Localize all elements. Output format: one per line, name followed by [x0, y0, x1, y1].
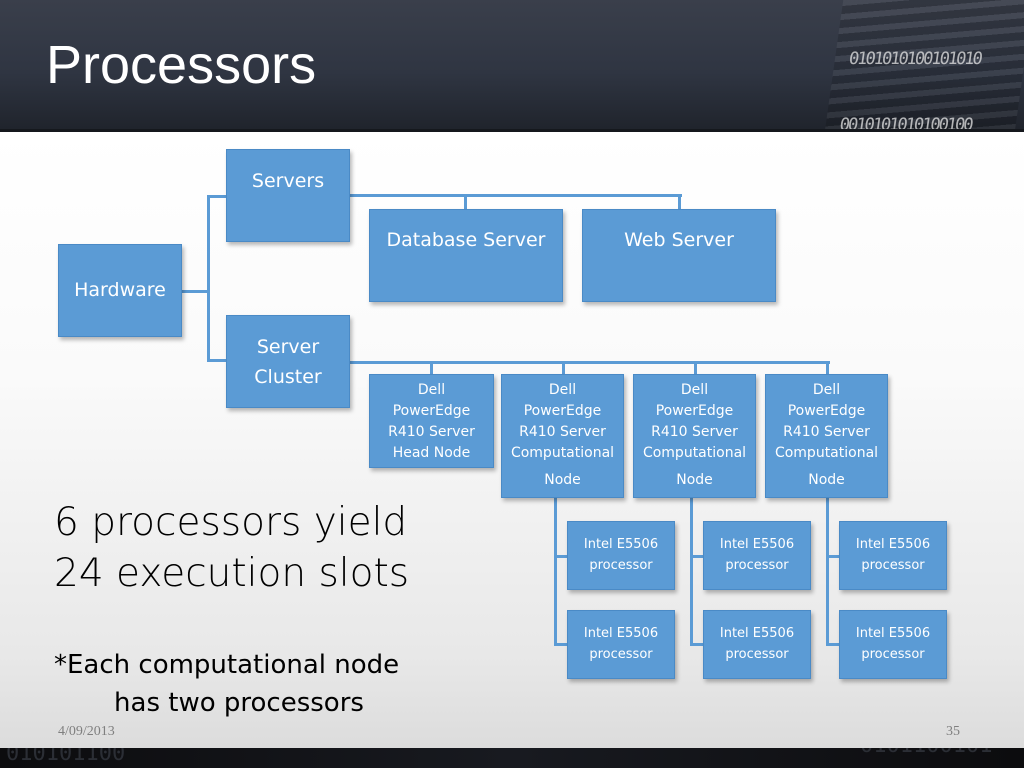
node-label: Dell: [680, 382, 709, 398]
processor-label: processor: [589, 647, 653, 662]
summary-line: 6 processors yield: [54, 500, 408, 545]
node-label: PowerEdge: [787, 403, 866, 419]
node-label: Computational: [774, 445, 879, 461]
footer-binary: 010101100: [6, 748, 126, 766]
node-server-cluster: Server Cluster: [226, 315, 350, 408]
connector: [826, 361, 829, 375]
node-label: R410 Server: [651, 424, 738, 440]
node-label: R410 Server: [783, 424, 870, 440]
processor-box: Intel E5506 processor: [839, 610, 947, 679]
node-label: Dell: [548, 382, 577, 398]
connector: [349, 361, 830, 364]
connector: [430, 361, 433, 375]
processor-label: Intel E5506: [583, 537, 659, 552]
node-database-server: Database Server: [369, 209, 563, 302]
processor-label: Intel E5506: [855, 537, 931, 552]
node-label: PowerEdge: [523, 403, 602, 419]
footnote: *Each computational node has two process…: [54, 646, 424, 722]
connector: [181, 290, 209, 293]
footnote-line: has two processors: [114, 688, 364, 718]
node-label: Web Server: [624, 229, 734, 251]
node-computational-1: Dell PowerEdge R410 Server Computational…: [501, 374, 624, 498]
footer-binary: 0101100101: [860, 748, 992, 757]
processor-box: Intel E5506 processor: [567, 610, 675, 679]
node-label: Server: [256, 336, 320, 358]
processor-box: Intel E5506 processor: [839, 521, 947, 590]
processor-box: Intel E5506 processor: [703, 521, 811, 590]
connector: [554, 555, 568, 558]
processor-label: Intel E5506: [719, 537, 795, 552]
connector: [207, 195, 227, 198]
node-head-node: Dell PowerEdge R410 Server Head Node: [369, 374, 494, 468]
node-label: Head Node: [392, 445, 471, 461]
processor-label: processor: [861, 647, 925, 662]
node-computational-3: Dell PowerEdge R410 Server Computational…: [765, 374, 888, 498]
node-label: Node: [676, 472, 713, 488]
node-label: PowerEdge: [392, 403, 471, 419]
node-label: Cluster: [254, 366, 322, 388]
processor-box: Intel E5506 processor: [703, 610, 811, 679]
slide-title: Processors: [46, 35, 317, 95]
processor-label: processor: [861, 558, 925, 573]
node-label: Computational: [642, 445, 747, 461]
connector: [349, 194, 682, 197]
connector: [207, 195, 210, 361]
processor-label: processor: [725, 558, 789, 573]
processor-label: processor: [589, 558, 653, 573]
slide-number: 35: [946, 724, 960, 739]
node-label: Dell: [417, 382, 446, 398]
footnote-line: *Each computational node: [54, 650, 400, 680]
node-label: Computational: [510, 445, 615, 461]
connector: [562, 361, 565, 375]
connector: [464, 194, 467, 210]
slide-header: 0101010100101010 0010101010100100 010101…: [0, 0, 1024, 132]
node-label: Dell: [812, 382, 841, 398]
connector: [554, 497, 557, 645]
connector: [554, 643, 568, 646]
node-label: R410 Server: [388, 424, 475, 440]
node-label: Hardware: [74, 279, 166, 301]
node-servers: Servers: [226, 149, 350, 242]
connector: [826, 643, 840, 646]
processor-box: Intel E5506 processor: [567, 521, 675, 590]
connector: [690, 555, 704, 558]
processor-label: Intel E5506: [583, 626, 659, 641]
processor-label: Intel E5506: [719, 626, 795, 641]
connector: [690, 497, 693, 645]
node-label: Database Server: [386, 229, 546, 251]
node-web-server: Web Server: [582, 209, 776, 302]
connector: [690, 643, 704, 646]
node-hardware: Hardware: [58, 244, 182, 337]
node-computational-2: Dell PowerEdge R410 Server Computational…: [633, 374, 756, 498]
binary-row: 0010101010100100: [838, 115, 973, 132]
processor-label: Intel E5506: [855, 626, 931, 641]
connector: [678, 194, 681, 210]
binary-decoration: 0101010100101010 0010101010100100 010101…: [824, 0, 1024, 132]
node-label: PowerEdge: [655, 403, 734, 419]
connector: [826, 555, 840, 558]
binary-row: 0101010100101010: [847, 49, 983, 69]
node-label: Node: [544, 472, 581, 488]
summary-line: 24 execution slots: [54, 551, 410, 596]
node-label: Servers: [251, 170, 325, 192]
connector: [826, 497, 829, 645]
processor-label: processor: [725, 647, 789, 662]
connector: [207, 359, 227, 362]
summary-text: 6 processors yield 24 execution slots: [54, 497, 409, 599]
connector: [694, 361, 697, 375]
slide-date: 4/09/2013: [58, 724, 115, 739]
node-label: R410 Server: [519, 424, 606, 440]
node-label: Node: [808, 472, 845, 488]
footer-band: 010101100 0101100101: [0, 748, 1024, 768]
